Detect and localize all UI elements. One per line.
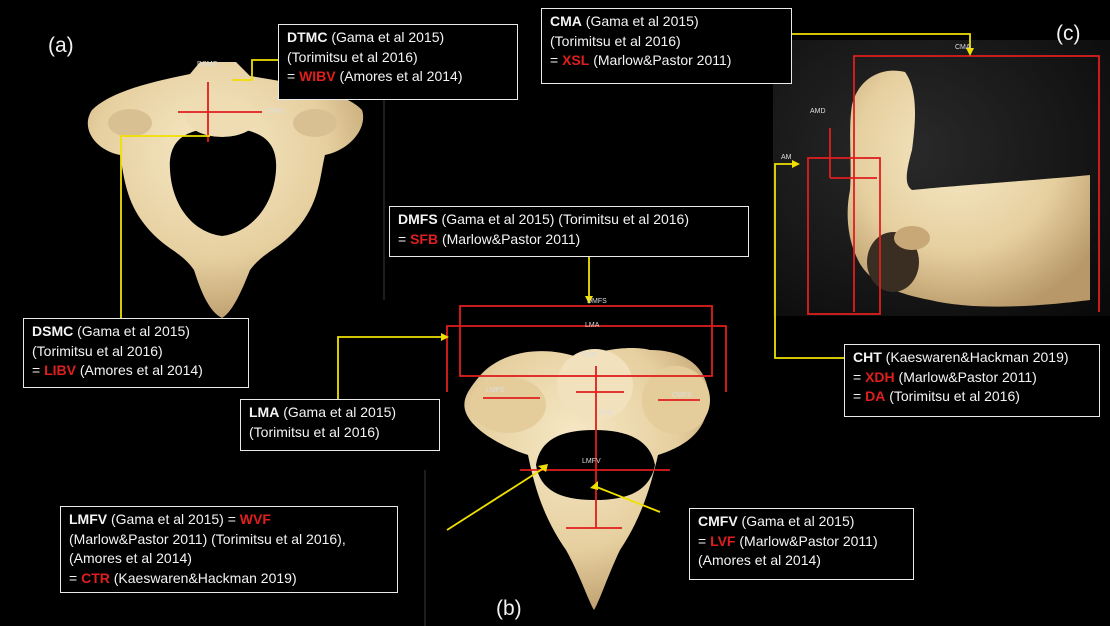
citation-text: = [32,362,44,378]
callout-cht: CHT (Kaeswaren&Hackman 2019)= XDH (Marlo… [844,344,1100,417]
measure-code: CHT [853,349,882,365]
citation-text: (Torimitsu et al 2016) [249,424,380,440]
callout-cmfv: CMFV (Gama et al 2015)= LVF (Marlow&Past… [689,508,914,580]
label-amd: AMD [810,108,826,115]
panel-letter-a: (a) [48,34,74,58]
callout-line: (Torimitsu et al 2016) [249,423,431,443]
citation-text: (Gama et al 2015) [73,323,190,339]
citation-text: (Gama et al 2015) = [107,511,240,527]
citation-text: (Torimitsu et al 2016) [287,49,418,65]
citation-text: (Marlow&Pastor 2011) [735,533,877,549]
measure-code: DSMC [32,323,73,339]
citation-text: (Gama et al 2015) [327,29,444,45]
citation-text: (Amores et al 2014) [69,550,192,566]
label-dsd: DSD [582,352,597,359]
alias-code: LIBV [44,362,76,378]
callout-line: = SFB (Marlow&Pastor 2011) [398,230,740,250]
panel-letter-c: (c) [1056,22,1081,46]
citation-text: (Kaeswaren&Hackman 2019) [882,349,1069,365]
measure-code: LMFV [69,511,107,527]
citation-text: = [853,388,865,404]
callout-line: = LIBV (Amores et al 2014) [32,361,240,381]
citation-text: (Kaeswaren&Hackman 2019) [110,570,297,586]
citation-text: = [287,68,299,84]
citation-text: (Amores et al 2014) [336,68,463,84]
callout-line: CMA (Gama et al 2015) [550,12,783,32]
label-am: AM [781,154,792,161]
citation-text: (Gama et al 2015) [582,13,699,29]
callout-line: LMFV (Gama et al 2015) = WVF [69,510,389,530]
citation-text: = [853,369,865,385]
citation-text: = [398,231,410,247]
callout-line: DMFS (Gama et al 2015) (Torimitsu et al … [398,210,740,230]
citation-text: (Torimitsu et al 2016) [550,33,681,49]
callout-line: CHT (Kaeswaren&Hackman 2019) [853,348,1091,368]
callout-line: = WIBV (Amores et al 2014) [287,67,509,87]
panel-letter-b: (b) [496,597,522,621]
citation-text: (Marlow&Pastor 2011) [438,231,580,247]
alias-code: DA [865,388,885,404]
measure-code: LMA [249,404,279,420]
callout-line: LMA (Gama et al 2015) [249,403,431,423]
alias-code: SFB [410,231,438,247]
citation-text: (Torimitsu et al 2016) [32,343,163,359]
measure-code: CMFV [698,513,738,529]
vertebra-a-photo [88,62,363,318]
callout-dtmc: DTMC (Gama et al 2015)(Torimitsu et al 2… [278,24,518,100]
measure-code: CMA [550,13,582,29]
alias-code: XDH [865,369,895,385]
measure-code: DMFS [398,211,438,227]
alias-code: XSL [562,52,589,68]
citation-text: (Marlow&Pastor 2011) [895,369,1037,385]
callout-line: (Torimitsu et al 2016) [32,342,240,362]
citation-text: (Amores et al 2014) [76,362,203,378]
callout-dsmc: DSMC (Gama et al 2015)(Torimitsu et al 2… [23,318,249,388]
callout-lmfv: LMFV (Gama et al 2015) = WVF(Marlow&Past… [60,506,398,593]
callout-line: = LVF (Marlow&Pastor 2011) [698,532,905,552]
label-cma: CMA [955,44,971,51]
callout-line: CMFV (Gama et al 2015) [698,512,905,532]
label-dtd: DTD [598,410,612,417]
label-dtmc: DTMC [265,108,285,115]
callout-line: = CTR (Kaeswaren&Hackman 2019) [69,569,389,589]
citation-text: = [69,570,81,586]
callout-lma: LMA (Gama et al 2015)(Torimitsu et al 20… [240,399,440,451]
label-cmfs: CMFS [672,392,692,399]
citation-text: (Gama et al 2015) [279,404,396,420]
citation-text: (Amores et al 2014) [698,552,821,568]
label-dmfs: DMFS [587,298,607,305]
lmfv-leader [447,468,544,530]
callout-line: DSMC (Gama et al 2015) [32,322,240,342]
label-dsmc: DSMC [197,61,218,68]
alias-code: CTR [81,570,110,586]
callout-line: = XDH (Marlow&Pastor 2011) [853,368,1091,388]
lateral-c-photo [773,40,1110,316]
citation-text: (Marlow&Pastor 2011) [589,52,731,68]
citation-text: (Gama et al 2015) (Torimitsu et al 2016) [438,211,689,227]
label-lmfs: LMFS [486,387,505,394]
alias-code: WVF [240,511,271,527]
citation-text: (Marlow&Pastor 2011) (Torimitsu et al 20… [69,531,346,547]
citation-text: (Gama et al 2015) [738,513,855,529]
label-lmfv: LMFV [582,458,601,465]
callout-dmfs: DMFS (Gama et al 2015) (Torimitsu et al … [389,206,749,257]
callout-line: (Amores et al 2014) [69,549,389,569]
callout-line: = DA (Torimitsu et al 2016) [853,387,1091,407]
callout-line: DTMC (Gama et al 2015) [287,28,509,48]
citation-text: = [698,533,710,549]
callout-line: (Torimitsu et al 2016) [550,32,783,52]
callout-line: (Marlow&Pastor 2011) (Torimitsu et al 20… [69,530,389,550]
callout-cma: CMA (Gama et al 2015)(Torimitsu et al 20… [541,8,792,84]
lma-leader [338,337,446,406]
measure-code: DTMC [287,29,327,45]
callout-line: (Amores et al 2014) [698,551,905,571]
label-lma: LMA [585,322,599,329]
callout-line: (Torimitsu et al 2016) [287,48,509,68]
callout-line: = XSL (Marlow&Pastor 2011) [550,51,783,71]
alias-code: LVF [710,533,735,549]
citation-text: = [550,52,562,68]
alias-code: WIBV [299,68,336,84]
citation-text: (Torimitsu et al 2016) [885,388,1020,404]
